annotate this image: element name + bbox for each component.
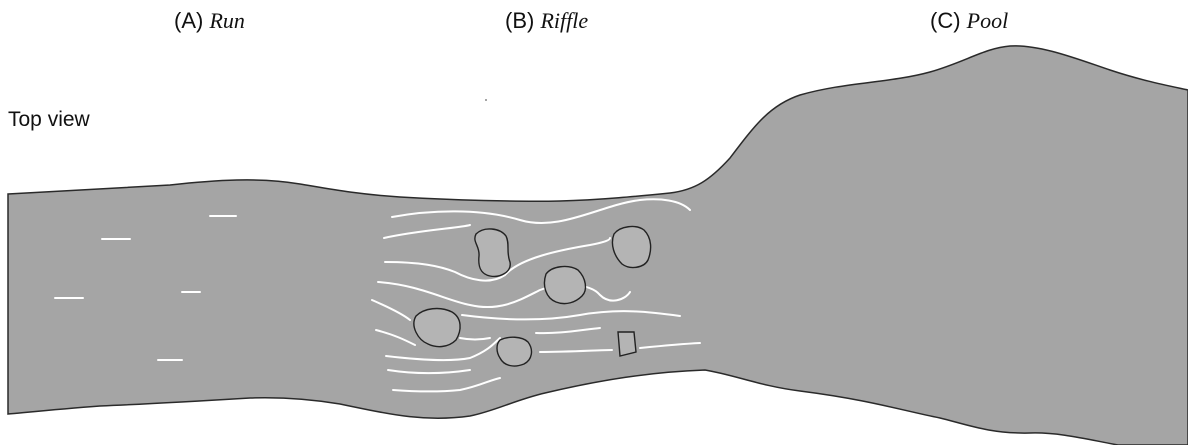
boulder-icon [497,337,531,366]
boulder-icon [618,332,636,356]
speck [485,99,487,101]
boulder-icon [475,229,510,276]
stream-channel [8,46,1188,445]
boulder-icon [544,267,585,304]
